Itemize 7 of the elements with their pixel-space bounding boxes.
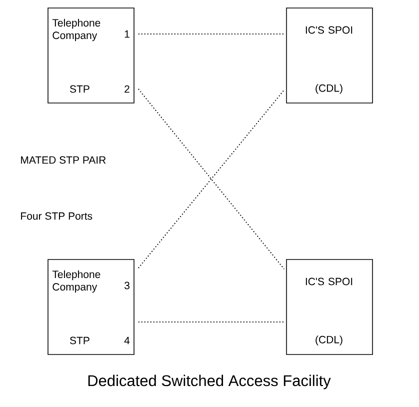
station-box: IC'S SPOI (CDL) xyxy=(286,8,373,104)
station-box: Telephone Company 3 STP 4 xyxy=(48,259,134,355)
station-box: Telephone Company 1 STP 2 xyxy=(48,8,134,104)
station-box: IC'S SPOI (CDL) xyxy=(286,259,373,355)
caption: Dedicated Switched Access Facility xyxy=(88,374,331,390)
label: Four STP Ports xyxy=(21,212,92,220)
label: MATED STP PAIR xyxy=(21,156,106,164)
